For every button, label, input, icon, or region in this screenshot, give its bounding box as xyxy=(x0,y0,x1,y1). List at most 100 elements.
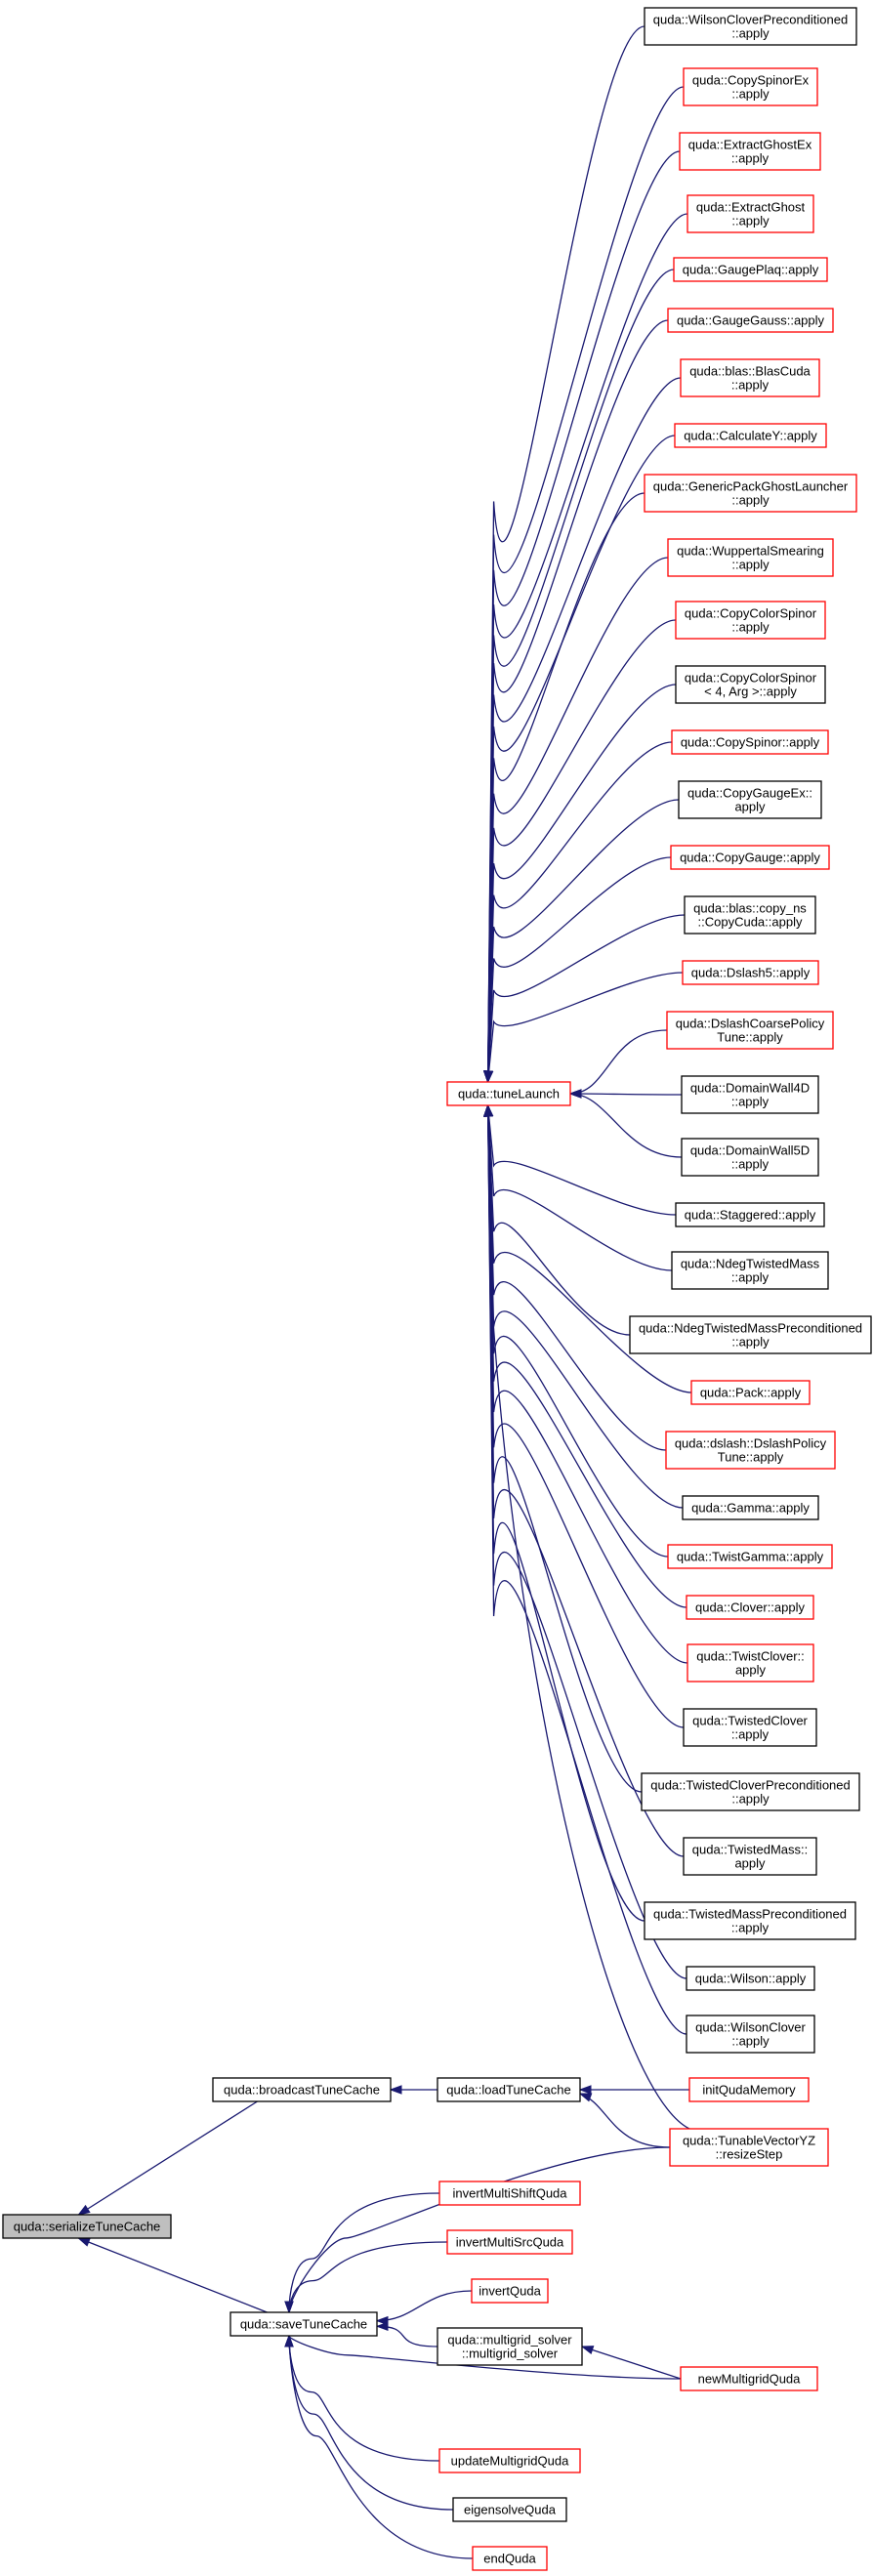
node-a17[interactable]: quda::Dslash5::apply xyxy=(682,960,819,985)
node-label: apply xyxy=(734,800,766,814)
node-a06[interactable]: quda::GaugeGauss::apply xyxy=(667,308,834,333)
node-box xyxy=(667,538,834,577)
node-box xyxy=(212,2077,392,2102)
node-a08[interactable]: quda::CalculateY::apply xyxy=(674,423,827,448)
node-a01[interactable]: quda::WilsonCloverPreconditioned::apply xyxy=(644,7,857,46)
node-tuneLaunch[interactable]: quda::tuneLaunch xyxy=(446,1081,571,1106)
node-label: quda::NdegTwistedMass xyxy=(681,1257,820,1271)
node-a22[interactable]: quda::NdegTwistedMass::apply xyxy=(671,1251,829,1290)
node-updateMultigrid[interactable]: updateMultigridQuda xyxy=(438,2448,581,2473)
node-save[interactable]: quda::saveTuneCache xyxy=(229,2311,378,2337)
node-label: quda::WuppertalSmearing xyxy=(677,544,824,559)
edge-a07-to-tuneLaunch xyxy=(486,377,682,1083)
node-label: quda::DomainWall5D xyxy=(690,1143,810,1158)
node-label: ::apply xyxy=(731,1727,770,1742)
node-a26[interactable]: quda::Gamma::apply xyxy=(682,1495,819,1520)
node-a10[interactable]: quda::WuppertalSmearing::apply xyxy=(667,538,834,577)
node-a05[interactable]: quda::GaugePlaq::apply xyxy=(673,257,828,282)
node-invertMultiSrc[interactable]: invertMultiSrcQuda xyxy=(446,2229,573,2255)
node-label: quda::TwistGamma::apply xyxy=(677,1550,824,1564)
node-label: quda::TwistClover:: xyxy=(696,1649,805,1664)
node-tunableVector[interactable]: quda::TunableVectorYZ::resizeStep xyxy=(669,2128,829,2167)
node-a15[interactable]: quda::CopyGauge::apply xyxy=(670,845,830,870)
node-a34[interactable]: quda::Wilson::apply xyxy=(686,1966,815,1991)
edge-arrowhead xyxy=(484,1070,494,1084)
node-a33[interactable]: quda::TwistedMassPreconditioned::apply xyxy=(644,1901,856,1940)
node-a12[interactable]: quda::CopyColorSpinor< 4, Arg >::apply xyxy=(675,665,826,704)
node-label: quda::dslash::DslashPolicy xyxy=(675,1436,827,1451)
node-a16[interactable]: quda::blas::copy_ns::CopyCuda::apply xyxy=(684,895,816,935)
edge-a01-to-tuneLaunch xyxy=(486,25,645,1083)
node-a04[interactable]: quda::ExtractGhost::apply xyxy=(687,194,814,233)
edge-a32-to-tuneLaunch xyxy=(486,1104,685,1857)
node-mgSolver[interactable]: quda::multigrid_solver::multigrid_solver xyxy=(437,2327,583,2366)
node-endQuda[interactable]: endQuda xyxy=(472,2546,548,2571)
node-a29[interactable]: quda::TwistClover::apply xyxy=(687,1643,814,1683)
node-label: quda::TwistedCloverPreconditioned xyxy=(650,1778,851,1793)
node-newMultigrid[interactable]: newMultigridQuda xyxy=(680,2366,818,2391)
node-box xyxy=(681,1075,819,1114)
node-invertMultiShift[interactable]: invertMultiShiftQuda xyxy=(438,2181,581,2206)
node-a02[interactable]: quda::CopySpinorEx::apply xyxy=(683,67,818,106)
node-label: quda::ExtractGhostEx xyxy=(688,138,812,152)
node-a13[interactable]: quda::CopySpinor::apply xyxy=(671,729,829,755)
node-label: quda::CopyGauge::apply xyxy=(680,851,820,865)
node-loadTune[interactable]: quda::loadTuneCache xyxy=(437,2077,581,2102)
node-label: quda::TwistedClover xyxy=(692,1714,808,1728)
node-serialize[interactable]: quda::serializeTuneCache xyxy=(2,2214,172,2239)
node-label: quda::CalculateY::apply xyxy=(684,429,817,443)
edge-a27-to-tuneLaunch xyxy=(486,1104,669,1558)
node-box xyxy=(683,67,818,106)
node-a20[interactable]: quda::DomainWall5D::apply xyxy=(681,1138,819,1177)
node-a23[interactable]: quda::NdegTwistedMassPreconditioned::app… xyxy=(629,1315,872,1354)
node-invertQuda[interactable]: invertQuda xyxy=(471,2278,549,2304)
edge-a24-to-tuneLaunch xyxy=(486,1104,692,1393)
node-label: invertMultiShiftQuda xyxy=(452,2186,567,2201)
node-broadcast[interactable]: quda::broadcastTuneCache xyxy=(212,2077,392,2102)
node-a11[interactable]: quda::CopyColorSpinor::apply xyxy=(675,601,826,640)
edge-a04-to-tuneLaunch xyxy=(486,213,688,1083)
edge-invertMultiSrc-to-save xyxy=(288,2241,448,2313)
node-a19[interactable]: quda::DomainWall4D::apply xyxy=(681,1075,819,1114)
edge-newMultigrid-to-save xyxy=(288,2335,682,2380)
node-a35[interactable]: quda::WilsonClover::apply xyxy=(686,2015,815,2054)
node-box xyxy=(682,1495,819,1520)
edge-arrowhead xyxy=(578,2085,592,2095)
node-eigensolve[interactable]: eigensolveQuda xyxy=(452,2497,567,2522)
node-a03[interactable]: quda::ExtractGhostEx::apply xyxy=(679,132,821,171)
node-box xyxy=(667,308,834,333)
node-a24[interactable]: quda::Pack::apply xyxy=(690,1380,811,1405)
node-box xyxy=(687,1643,814,1683)
node-a09[interactable]: quda::GenericPackGhostLauncher::apply xyxy=(644,474,857,513)
node-a31[interactable]: quda::TwistedCloverPreconditioned::apply xyxy=(641,1772,860,1811)
node-label: quda::GenericPackGhostLauncher xyxy=(653,479,849,494)
node-label: ::apply xyxy=(731,1270,770,1285)
node-initQudaMemory[interactable]: initQudaMemory xyxy=(688,2077,810,2102)
node-box xyxy=(2,2214,172,2239)
node-label: quda::CopySpinor::apply xyxy=(681,735,820,750)
node-box xyxy=(675,601,826,640)
node-label: quda::WilsonClover xyxy=(695,2020,806,2035)
node-box xyxy=(686,1966,815,1991)
node-a21[interactable]: quda::Staggered::apply xyxy=(675,1202,825,1227)
node-label: Tune::apply xyxy=(717,1030,783,1045)
node-label: ::apply xyxy=(731,1095,770,1109)
node-label: quda::saveTuneCache xyxy=(240,2317,367,2332)
edge-arrowhead xyxy=(580,2346,595,2355)
node-a32[interactable]: quda::TwistedMass::apply xyxy=(683,1837,817,1876)
node-label: ::apply xyxy=(731,1335,770,1350)
node-label: quda::Gamma::apply xyxy=(691,1501,810,1516)
node-a28[interactable]: quda::Clover::apply xyxy=(686,1595,814,1620)
call-graph-nodes: quda::serializeTuneCache quda::broadcastT… xyxy=(2,7,872,2571)
node-a07[interactable]: quda::blas::BlasCuda::apply xyxy=(680,358,820,397)
node-a30[interactable]: quda::TwistedClover::apply xyxy=(683,1708,817,1747)
edge-invertQuda-to-save xyxy=(376,2290,473,2322)
node-a27[interactable]: quda::TwistGamma::apply xyxy=(667,1544,833,1569)
node-box xyxy=(472,2546,548,2571)
node-label: quda::TwistedMassPreconditioned xyxy=(653,1907,847,1922)
node-a14[interactable]: quda::CopyGaugeEx::apply xyxy=(678,780,822,819)
node-label: quda::Wilson::apply xyxy=(695,1972,807,1986)
node-label: quda::GaugePlaq::apply xyxy=(683,263,819,277)
